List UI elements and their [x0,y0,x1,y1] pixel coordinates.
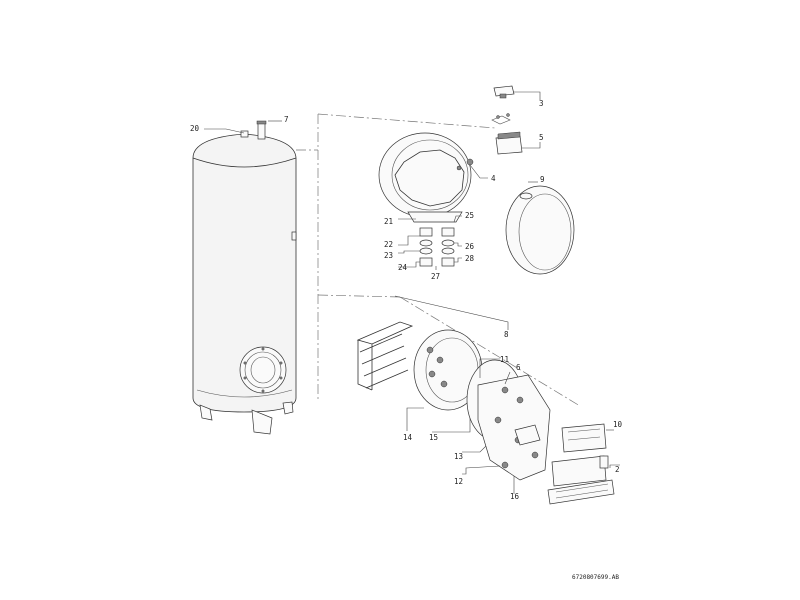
callout-7: 7 [284,115,289,124]
callout-5: 5 [539,133,544,142]
terminal-block [547,423,615,505]
cover-cap [505,185,575,275]
heating-element [356,321,483,411]
callout-23: 23 [384,251,393,260]
callout-8: 8 [504,330,509,339]
flange-plate [466,359,551,481]
storage-tank [192,120,297,435]
callout-2: 2 [615,465,620,474]
callout-4: 4 [491,174,496,183]
callout-labels: 20 7 3 5 4 9 21 25 22 26 23 28 24 27 8 1… [190,99,623,501]
callout-13: 13 [454,452,463,461]
callout-24: 24 [398,263,408,272]
callout-21: 21 [384,217,393,226]
callout-27: 27 [431,272,440,281]
callout-11: 11 [500,355,509,364]
callout-16: 16 [510,492,520,501]
reference-lines [296,113,581,407]
callout-3: 3 [539,99,544,108]
callout-25: 25 [465,211,474,220]
callout-6: 6 [516,363,521,372]
callout-15: 15 [429,433,438,442]
fittings [419,227,455,267]
callout-10: 10 [613,420,623,429]
drawing-code: 6720807699.AB [572,574,619,581]
callout-26: 26 [465,242,475,251]
leader-lines [204,91,620,494]
callout-14: 14 [403,433,413,442]
callout-20: 20 [190,124,200,133]
callout-12: 12 [454,477,463,486]
thermostat [491,85,523,155]
callout-22: 22 [384,240,393,249]
callout-9: 9 [540,175,545,184]
cover-frame [378,132,474,223]
callout-28: 28 [465,254,475,263]
